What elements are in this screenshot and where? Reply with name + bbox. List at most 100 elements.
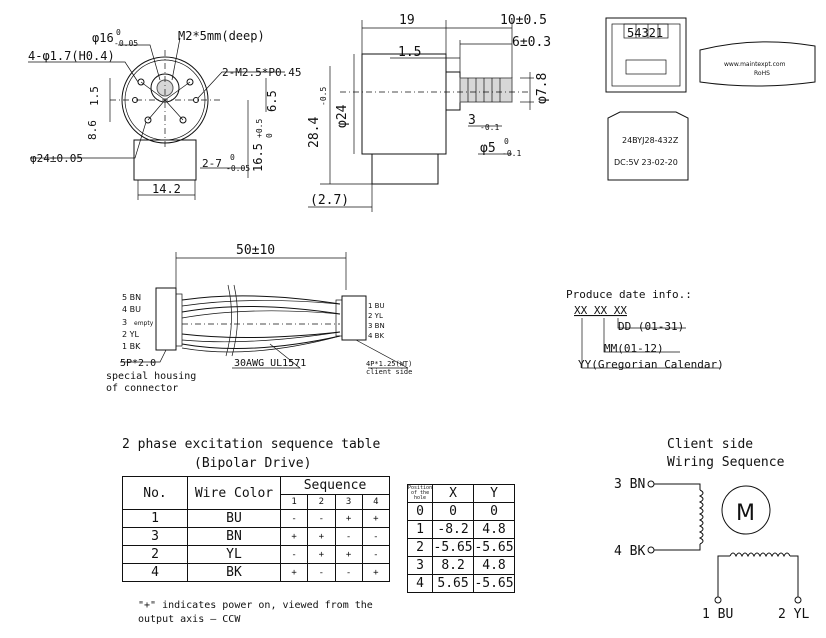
label-views: 54321 www.maintexpt.com RoHS 24BYJ28-432… (605, 17, 816, 181)
table-row: 0 0 0 (406, 502, 515, 521)
right-connector (341, 295, 367, 341)
produce-date-title: Produce date info.: (566, 288, 692, 301)
svg-text:1 BU: 1 BU (368, 302, 385, 310)
d16-5-label: 16.5 (251, 143, 265, 172)
bk-label: 4 BK (614, 544, 645, 559)
col-x-header: X (432, 484, 475, 503)
coil-a (698, 489, 704, 545)
hole-position-table: Position of the hole X Y 0 0 0 1 -8.2 4.… (406, 484, 515, 593)
yy-label: YY(Gregorian Calendar) (578, 358, 724, 371)
right-connector-label: 4P*1.25(WT) (366, 360, 412, 368)
svg-text:+0.5: +0.5 (255, 119, 264, 138)
m25-label: 2-M2.5*P0.45 (222, 66, 301, 79)
svg-text:client side: client side (366, 368, 412, 376)
d2-7-side-label: (2.7) (310, 193, 349, 208)
connector-top-view (605, 17, 687, 93)
motor-symbol (721, 485, 771, 535)
connector-code: 54321 (627, 26, 663, 40)
d8-6-label: 8.6 (86, 120, 99, 140)
d28-4-label: 28.4 (307, 117, 322, 148)
wire-harness: 50±10 5 BN 4 BU 3 empty 2 YL 1 BK 1 BU 2… (106, 243, 412, 394)
mount-hole-4 (179, 116, 187, 124)
bk-terminal (647, 546, 655, 554)
d24-label: φ24±0.05 (30, 152, 83, 165)
col-pos-header: Position of the hole (406, 484, 434, 503)
svg-text:2 YL: 2 YL (368, 312, 383, 320)
svg-text:2 YL: 2 YL (122, 330, 140, 339)
sequence-table-title: 2 phase excitation sequence table (122, 437, 380, 452)
rating-label (607, 111, 689, 181)
cable-label: 30AWG UL1571 (234, 358, 306, 369)
yl-terminal (794, 596, 802, 604)
left-connector (155, 287, 177, 351)
dphi5-label: φ5 (480, 141, 496, 156)
svg-text:empty: empty (134, 320, 154, 327)
svg-text:-0.05: -0.05 (226, 164, 250, 173)
coil-b (729, 552, 791, 558)
d1-5-front-label: 1.5 (88, 86, 101, 106)
sequence-note-1: "+" indicates power on, viewed from the (138, 600, 373, 611)
bn-label: 3 BN (614, 477, 645, 492)
side-body (361, 53, 447, 155)
body-label-side (699, 41, 816, 87)
side-view: 19 10±0.5 6±0.3 1.5 28.4 -0.5 φ24 3 -0.1… (307, 13, 551, 212)
client-title-1: Client side (667, 437, 753, 452)
svg-text:of connector: of connector (106, 383, 178, 394)
yl-label: 2 YL (778, 607, 809, 622)
mount-hole-2 (144, 116, 152, 124)
svg-text:0: 0 (504, 137, 509, 146)
svg-text:5 BN: 5 BN (122, 293, 141, 302)
produce-date-info: Produce date info.: XX XX XX DD (01-31) … (566, 288, 724, 371)
left-connector-label: 5P*2.0 (120, 358, 156, 369)
table-row: 1 BU - - + + (122, 509, 391, 528)
mount-hole-3 (186, 78, 194, 86)
side-terminal (371, 153, 439, 185)
svg-text:-0.5: -0.5 (319, 87, 328, 106)
mm-label: MM(01-12) (604, 342, 664, 355)
motor-letter: M (736, 501, 755, 526)
d1-5-label: 1.5 (398, 45, 421, 60)
svg-text:3 BN: 3 BN (368, 322, 385, 330)
table-row: 4 BK + - - + (122, 563, 391, 582)
bn-terminal (647, 480, 655, 488)
col-no-header: No. (122, 476, 188, 510)
d14-2-label: 14.2 (152, 182, 181, 196)
dphi24-label: φ24 (335, 104, 350, 128)
col-wire-header: Wire Color (187, 476, 281, 510)
svg-text:4 BU: 4 BU (122, 305, 141, 314)
table-row: 3 BN + + - - (122, 527, 391, 546)
d6-5-label: 6.5 (265, 90, 279, 112)
table-row: 2 -5.65 -5.65 (406, 538, 515, 557)
bu-label: 1 BU (702, 607, 733, 622)
m2-label: M2*5mm(deep) (178, 29, 265, 43)
dphi7-8-label: φ7.8 (535, 73, 550, 104)
table-row: 1 -8.2 4.8 (406, 520, 515, 539)
svg-text:0: 0 (230, 153, 235, 162)
side-boss (445, 71, 461, 111)
dd-label: DD (01-31) (618, 320, 684, 333)
d10-label: 10±0.5 (500, 13, 547, 28)
holes-label: 4-φ1.7(H0.4) (28, 49, 115, 63)
date-code: XX XX XX (574, 304, 627, 317)
table-row: 2 YL - + + - (122, 545, 391, 564)
svg-text:-0.1: -0.1 (480, 123, 499, 132)
col-y-header: Y (473, 484, 515, 503)
rating-text: DC:5V 23-02-20 (614, 158, 678, 167)
client-title-2: Wiring Sequence (667, 455, 785, 470)
client-wiring-diagram: Client side Wiring Sequence M 3 BN 4 BK … (614, 437, 809, 622)
svg-text:3: 3 (122, 318, 127, 327)
svg-text:0: 0 (265, 133, 274, 138)
d3-label: 3 (468, 113, 476, 128)
model-text: 24BYJ28-432Z (622, 136, 679, 145)
d6-label: 6±0.3 (512, 35, 551, 50)
sequence-table: No. Wire Color Sequence 1 2 3 4 1 BU - -… (122, 476, 391, 582)
length-label: 50±10 (236, 243, 275, 258)
svg-text:0: 0 (116, 28, 121, 37)
sequence-table-subtitle: (Bipolar Drive) (194, 456, 311, 471)
website-text: www.maintexpt.com (724, 61, 786, 68)
table-row: 4 5.65 -5.65 (406, 574, 515, 593)
svg-text:-0.1: -0.1 (502, 149, 521, 158)
m25-hole-right (193, 97, 199, 103)
